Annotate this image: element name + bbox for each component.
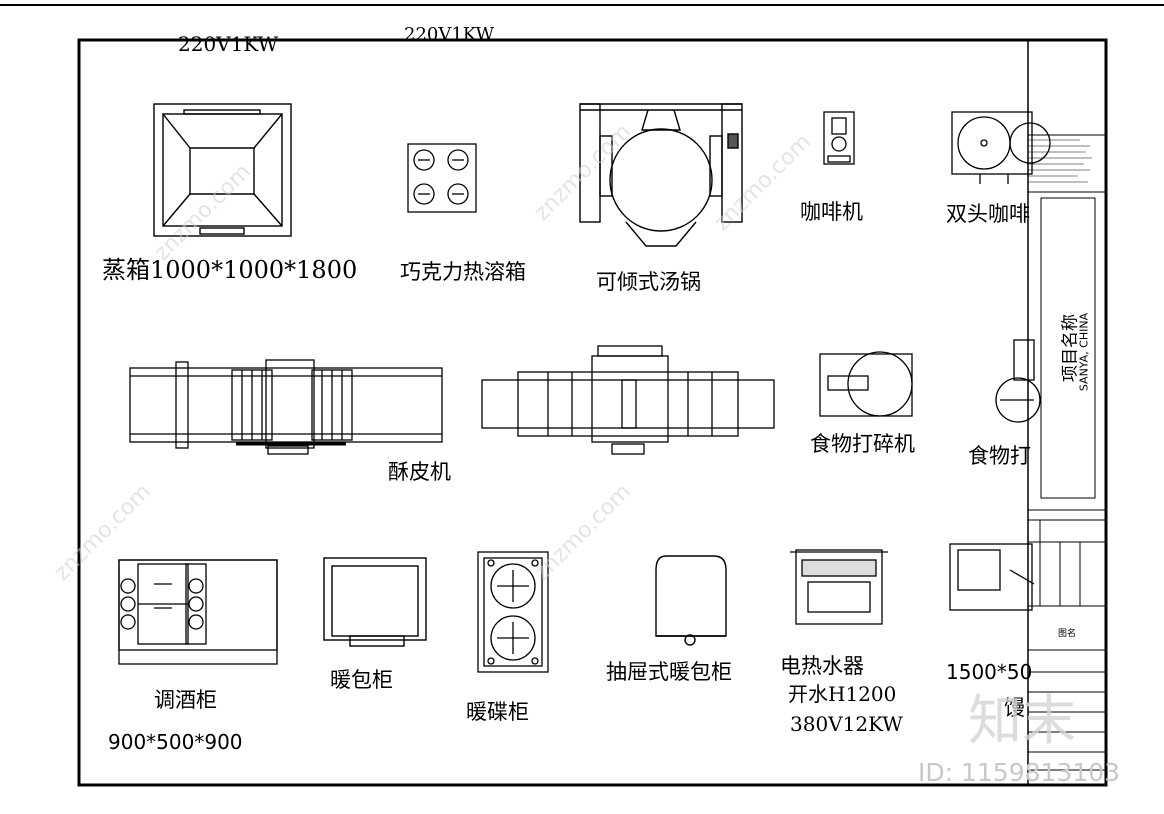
title-block (1027, 40, 1106, 785)
drawer-warmer-symbol (655, 555, 727, 646)
steamer-symbol (153, 103, 292, 237)
bar-cabinet-size: 900*500*900 (108, 730, 243, 754)
bar-cabinet-symbol (118, 559, 278, 665)
chocolate-melter-label: 巧克力热溶箱 (400, 260, 526, 284)
partial-label: 馒 (1004, 696, 1025, 720)
water-heater-symbol (790, 549, 888, 625)
food-processor-2-symbol (995, 339, 1041, 423)
food-processor-label: 食物打碎机 (810, 432, 915, 456)
top-note-left: 220V1KW (178, 32, 279, 56)
water-heater-label: 电热水器 (780, 654, 864, 678)
water-heater-spec1: 开水H1200 (788, 682, 897, 706)
plate-warmer-symbol (477, 551, 549, 673)
coffee-machine-symbol (823, 111, 855, 165)
coffee-machine-label: 咖啡机 (800, 200, 863, 224)
watermark-brand: 知末 (968, 689, 1076, 752)
dough-sheeter-label: 酥皮机 (388, 460, 451, 484)
tilting-kettle-label: 可倾式汤锅 (596, 270, 701, 294)
dough-sheeter-symbol (129, 359, 443, 455)
project-location: SANYA, CHINA (1077, 312, 1091, 392)
warming-cabinet-symbol (323, 557, 427, 647)
water-heater-spec2: 380V12KW (790, 712, 903, 736)
bar-cabinet-label: 调酒柜 (154, 688, 217, 712)
food-processor-symbol (819, 351, 913, 417)
mixer-symbol (481, 345, 775, 455)
drawing-name: 图名 (1058, 629, 1077, 639)
food-processor-2-label: 食物打 (968, 444, 1031, 468)
watermark-id: ID: 1159813103 (918, 758, 1121, 787)
partial-size-label: 1500*50 (946, 660, 1033, 684)
plate-warmer-label: 暖碟柜 (466, 700, 529, 724)
top-note-right: 220V1KW (404, 24, 495, 45)
double-coffee-label: 双头咖啡 (946, 202, 1030, 226)
warming-cabinet-label: 暖包柜 (330, 668, 393, 692)
chocolate-melter-symbol (407, 143, 477, 213)
partial-cabinet-symbol (949, 543, 1035, 611)
double-coffee-symbol (951, 111, 1051, 184)
tilting-kettle-symbol (579, 103, 743, 247)
drawer-warmer-label: 抽屉式暖包柜 (606, 660, 732, 684)
steamer-label: 蒸箱1000*1000*1800 (102, 256, 358, 284)
